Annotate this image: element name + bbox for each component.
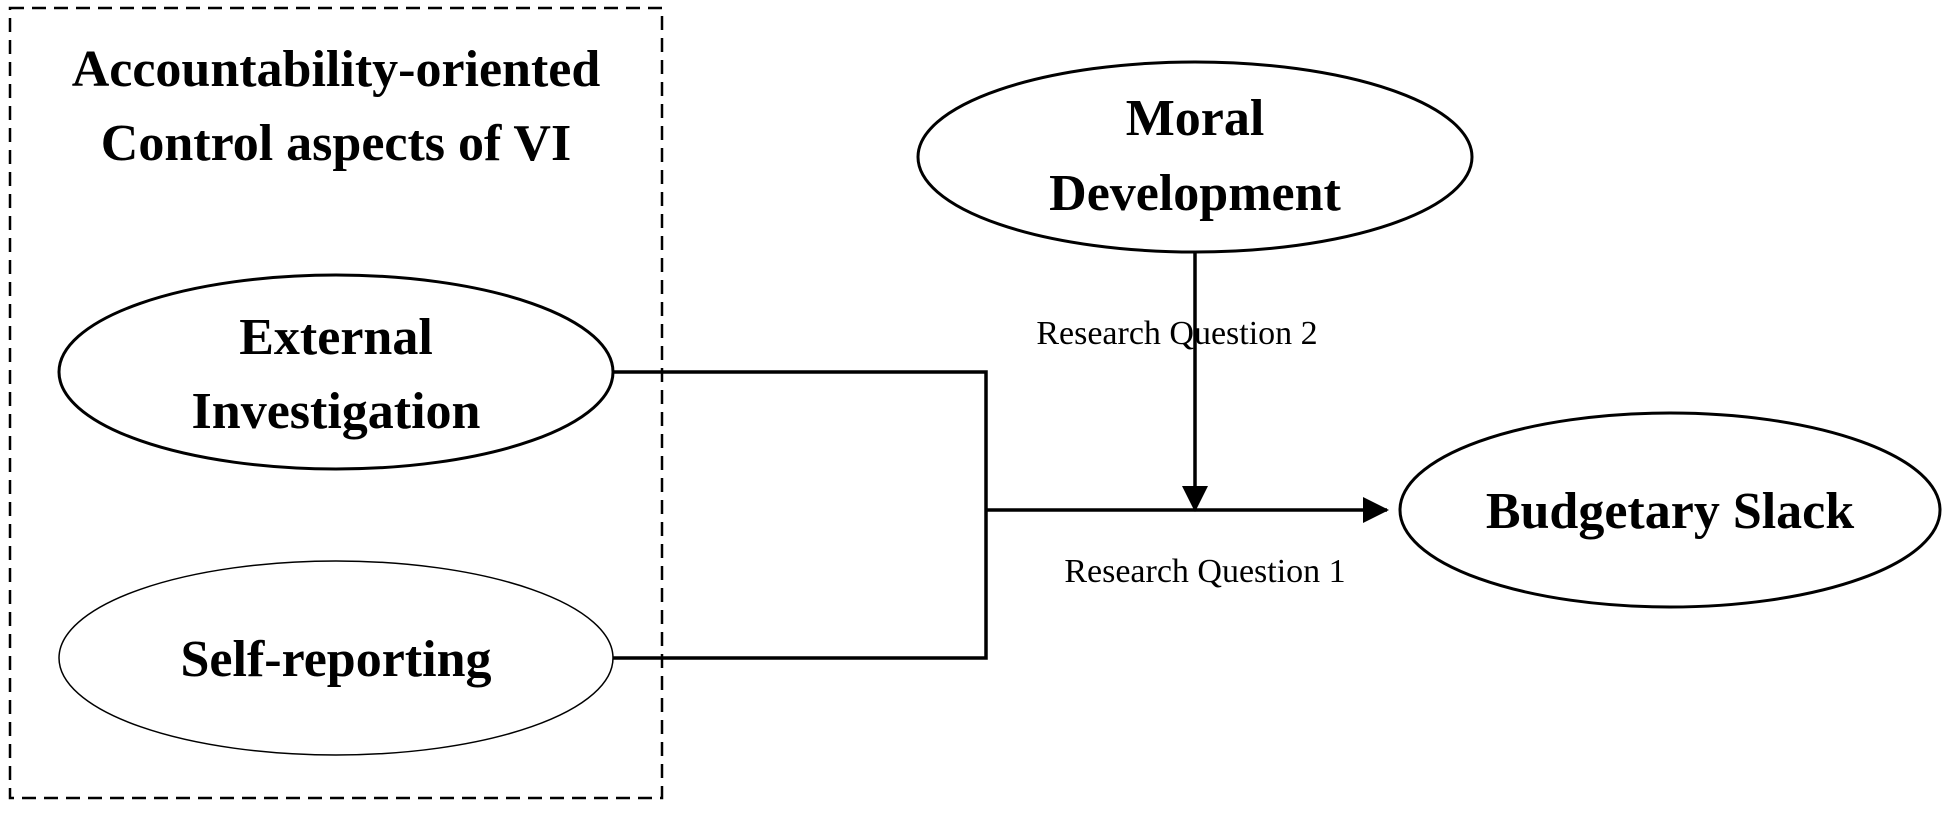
group-title-line1: Accountability-oriented [72,41,601,98]
external-investigation-connector [613,370,988,510]
budgetary-slack-label: Budgetary Slack [1486,483,1854,540]
group-title-line2: Control aspects of VI [101,115,571,172]
research-question-1-label: Research Question 1 [1064,553,1345,590]
external-investigation-label-line1: External [239,309,433,366]
research-question-2-label: Research Question 2 [1036,315,1317,352]
external-investigation-label-line2: Investigation [192,383,481,440]
moral-development-label-line2: Development [1049,165,1341,222]
self-reporting-label: Self-reporting [181,631,492,688]
budgetary-slack-node [1398,411,1942,609]
moral-development-label-line1: Moral [1126,90,1265,147]
control-aspects-group-box [8,6,664,800]
self-reporting-connector [613,510,988,660]
